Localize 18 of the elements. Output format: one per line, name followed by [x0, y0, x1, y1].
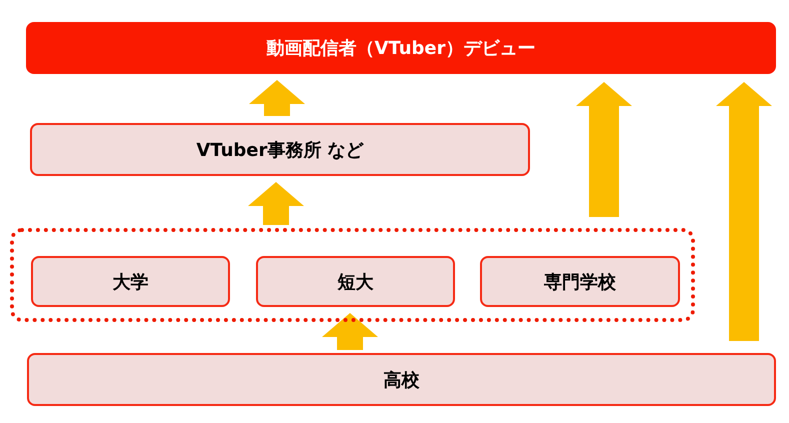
- node-label: 大学: [112, 270, 148, 294]
- node-label: 高校: [384, 368, 420, 392]
- node-label: 短大: [338, 270, 374, 294]
- block-arrow: [248, 182, 304, 225]
- process-box: [30, 123, 530, 176]
- group-frame: [10, 228, 695, 322]
- title-banner: [26, 22, 776, 74]
- node-label: 専門学校: [544, 270, 616, 294]
- block-arrow: [249, 80, 305, 116]
- node-label: 動画配信者（VTuber）デビュー: [266, 37, 536, 60]
- block-arrow: [322, 313, 378, 350]
- block-arrow: [576, 82, 632, 217]
- process-box: [27, 353, 776, 406]
- process-box: [31, 256, 230, 307]
- process-box: [256, 256, 455, 307]
- process-box: [480, 256, 680, 307]
- block-arrow: [716, 82, 772, 341]
- node-label: VTuber事務所 など: [196, 138, 364, 162]
